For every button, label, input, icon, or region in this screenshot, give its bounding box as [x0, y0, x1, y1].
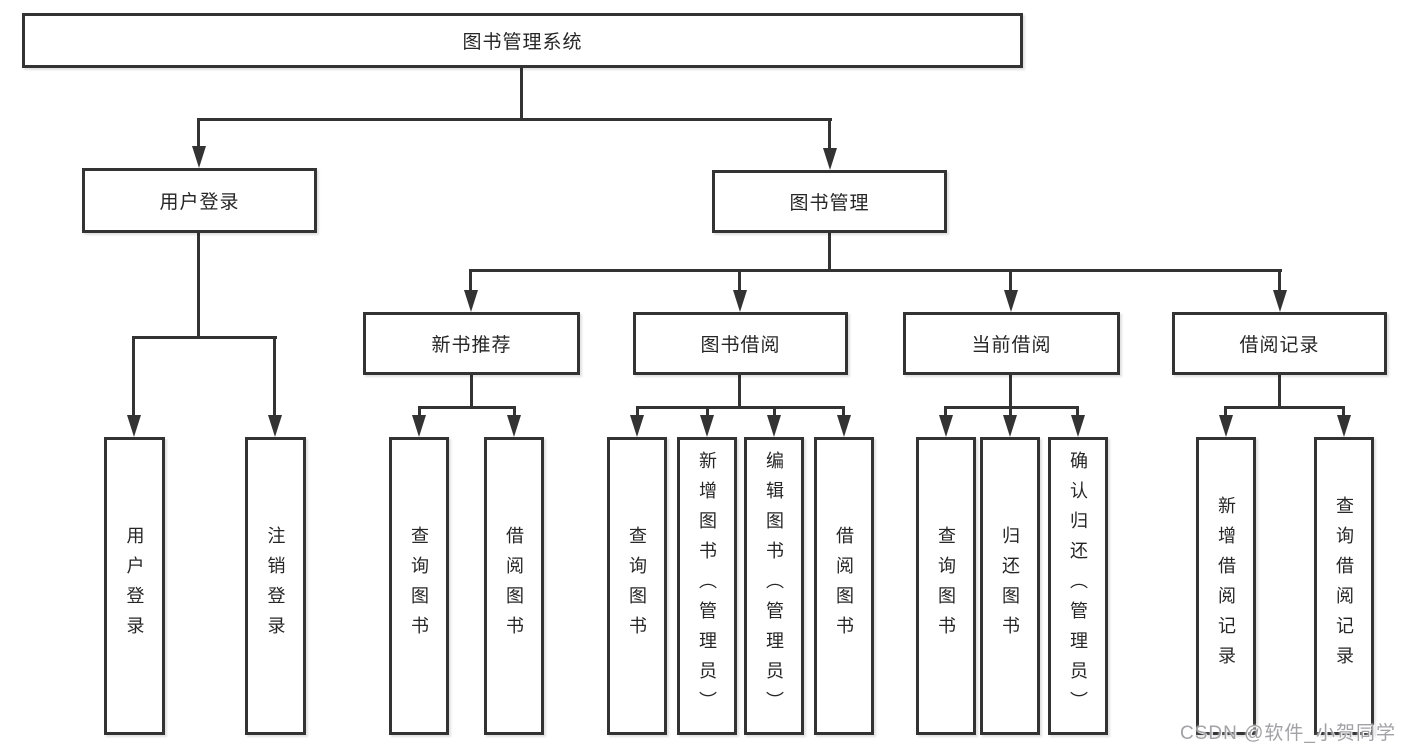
node-borrow-books-recommend: 借阅图书: [484, 437, 544, 735]
arrow-down-icon: [939, 415, 953, 437]
connector-line: [1224, 406, 1345, 409]
node-add-borrow-record: 新增借阅记录: [1196, 437, 1256, 735]
arrow-down-icon: [268, 415, 282, 437]
arrow-down-icon: [507, 415, 521, 437]
arrow-down-icon: [1003, 415, 1017, 437]
arrow-down-icon: [1004, 290, 1018, 312]
connector-line: [132, 336, 135, 418]
arrow-down-icon: [837, 415, 851, 437]
connector-line: [944, 406, 947, 418]
arrow-down-icon: [733, 290, 747, 312]
node-borrow-books-borrowing: 借阅图书: [814, 437, 874, 735]
arrow-down-icon: [1337, 415, 1351, 437]
connector-line: [1009, 269, 1012, 292]
arrow-down-icon: [127, 415, 141, 437]
watermark: CSDN @软件_小贺同学: [1180, 723, 1396, 744]
arrow-down-icon: [823, 148, 837, 170]
connector-line: [706, 406, 709, 418]
node-book-management: 图书管理: [712, 170, 947, 233]
node-user-login: 用户登录: [82, 168, 317, 233]
node-root-library-system: 图书管理系统: [22, 13, 1023, 68]
node-edit-book-admin: 编辑图书（管理员）: [744, 437, 804, 735]
node-add-book-admin: 新增图书（管理员）: [677, 437, 737, 735]
connector-line: [828, 233, 831, 272]
node-confirm-return-admin: 确认归还（管理员）: [1048, 437, 1108, 735]
connector-line: [1278, 269, 1281, 292]
arrow-down-icon: [1071, 415, 1085, 437]
connector-line: [738, 375, 741, 408]
connector-line: [197, 233, 200, 339]
connector-line: [197, 118, 200, 148]
connector-line: [520, 68, 523, 121]
node-borrow-records: 借阅记录: [1172, 312, 1387, 375]
connector-line: [1076, 406, 1079, 418]
arrow-down-icon: [1219, 415, 1233, 437]
connector-line: [469, 269, 472, 292]
connector-line: [470, 375, 473, 408]
arrow-down-icon: [630, 415, 644, 437]
connector-line: [1342, 406, 1345, 418]
connector-line: [273, 336, 276, 418]
connector-line: [1278, 375, 1281, 408]
node-query-books-current: 查询图书: [916, 437, 976, 735]
node-query-books-recommend: 查询图书: [389, 437, 449, 735]
arrow-down-icon: [412, 415, 426, 437]
connector-line: [773, 406, 776, 418]
connector-line: [1224, 406, 1227, 418]
connector-line: [470, 269, 1282, 272]
connector-line: [513, 406, 516, 418]
connector-line: [132, 336, 277, 339]
connector-line: [418, 406, 516, 409]
connector-line: [197, 118, 832, 121]
arrow-down-icon: [1273, 290, 1287, 312]
node-logout: 注销登录: [245, 437, 306, 735]
arrow-down-icon: [192, 146, 206, 168]
node-return-book: 归还图书: [980, 437, 1040, 735]
connector-line: [738, 269, 741, 292]
arrow-down-icon: [767, 415, 781, 437]
node-user-login-leaf: 用户登录: [104, 437, 165, 735]
connector-line: [1009, 375, 1012, 408]
connector-line: [636, 406, 639, 418]
arrow-down-icon: [700, 415, 714, 437]
connector-line: [828, 118, 831, 150]
arrow-down-icon: [464, 290, 478, 312]
node-query-borrow-record: 查询借阅记录: [1314, 437, 1374, 735]
connector-line: [842, 406, 845, 418]
node-new-book-recommend: 新书推荐: [363, 312, 580, 375]
node-book-borrowing: 图书借阅: [633, 312, 848, 375]
node-current-borrowing: 当前借阅: [903, 312, 1120, 375]
connector-line: [418, 406, 421, 418]
connector-line: [1009, 406, 1012, 418]
connector-line: [636, 406, 845, 409]
node-query-books-borrowing: 查询图书: [607, 437, 667, 735]
